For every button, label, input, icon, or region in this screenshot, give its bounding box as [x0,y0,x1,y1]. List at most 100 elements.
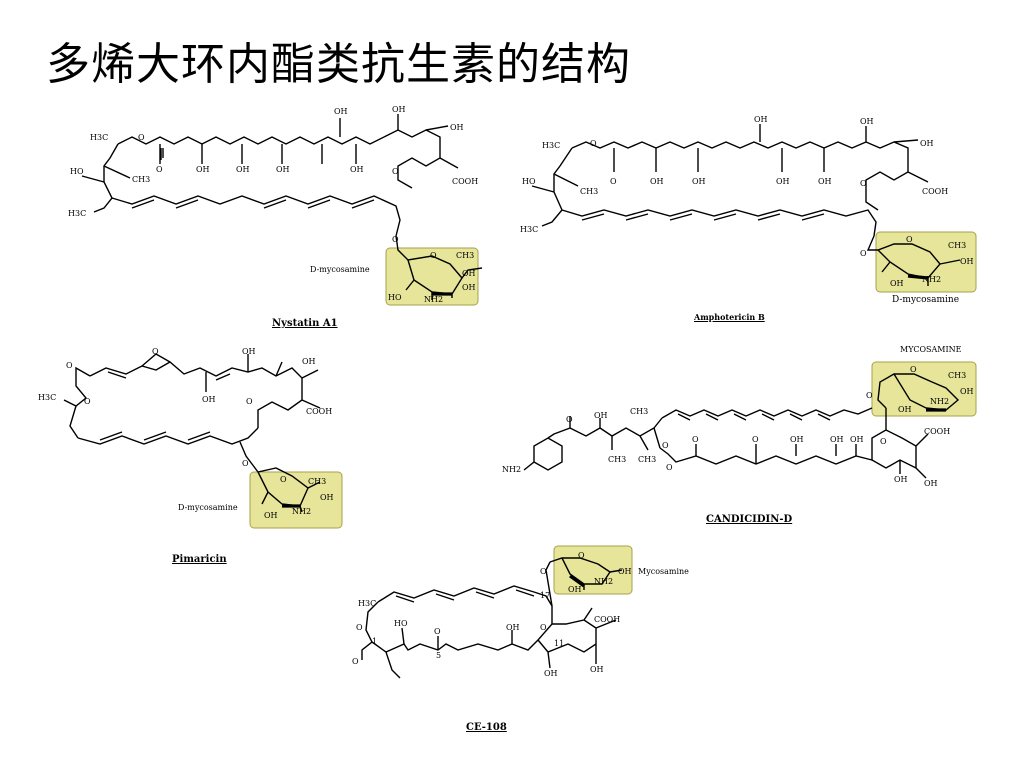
candicidin-sugar-label: MYCOSAMINE [900,345,962,354]
nystatin-label-o-ester: O [138,133,145,142]
candicidin-label-nh2: NH2 [502,465,521,474]
ce108-caption: CE-108 [466,722,507,733]
amphotericin-label-sugar-oh1: OH [960,257,974,266]
ce108-label-sugar-oh2: OH [568,585,582,594]
ce108-label-oh-mid: OH [506,623,520,632]
nystatin-label-sugar-o: O [430,251,437,260]
amphotericin-label-oh-4: OH [818,177,832,186]
nystatin-label-oh-1: OH [196,165,210,174]
candicidin-label-ch3-a: CH3 [630,407,648,416]
candicidin-label-oh-right: OH [924,479,938,488]
nystatin-label-oh-2: OH [236,165,250,174]
candicidin-structure: NH2 O OH CH3 CH3 CH3 O O O O OH OH OH O … [502,345,977,488]
ce108-label-o-k: O [434,627,441,636]
ce108-label-cooh: COOH [594,615,620,624]
candicidin-label-oh-1: OH [790,435,804,444]
candicidin-label-oh-2: OH [830,435,844,444]
ce108-label-oh-hemi: OH [544,669,558,678]
amphotericin-label-oh-top: OH [754,115,768,124]
pimaricin-label-oh-1: OH [202,395,216,404]
pimaricin-label-h3c: H3C [38,393,56,402]
candicidin-label-oh-chain: OH [594,411,608,420]
amphotericin-label-o-ester: O [590,139,597,148]
pimaricin-sugar-label: D-mycosamine [178,503,238,512]
nystatin-label-o-carbonyl: O [156,165,163,174]
nystatin-label-oh-4: OH [350,165,364,174]
candicidin-label-o-ring: O [880,437,887,446]
amphotericin-label-sugar-oh2: OH [890,279,904,288]
pimaricin-label-sugar-ch3: CH3 [308,477,326,486]
ce108-label-sugar-nh2: NH2 [594,577,613,586]
candicidin-sugar-highlight [871,361,977,417]
amphotericin-label-h3c-low: H3C [520,225,538,234]
candicidin-label-sugar-ch3: CH3 [948,371,966,380]
amphotericin-label-o-glyc: O [860,249,867,258]
nystatin-sugar-label: D-mycosamine [310,265,370,274]
pimaricin-sugar-highlight [249,471,343,529]
candicidin-label-oh-3: OH [850,435,864,444]
ce108-label-n1: 1 [372,637,377,646]
pimaricin-label-sugar-oh2: OH [264,511,278,520]
ce108-label-n5: 5 [436,651,441,660]
amphotericin-label-ch3-mid: CH3 [580,187,598,196]
candicidin-label-o-ketone: O [566,415,573,424]
nystatin-label-sugar-oh1: OH [462,269,476,278]
ce108-label-ho: HO [394,619,408,628]
amphotericin-label-o-carbonyl: O [610,177,617,186]
pimaricin-label-o-glyc: O [242,459,249,468]
amphotericin-label-oh-3: OH [776,177,790,186]
candicidin-label-ch3-b: CH3 [608,455,626,464]
pimaricin-label-oh-hemi: OH [242,347,256,356]
nystatin-label-sugar-nh2: NH2 [424,295,443,304]
amphotericin-sugar-label: D-mycosamine [892,295,959,305]
amphotericin-label-oh-1: OH [650,177,664,186]
amphotericin-label-o-ring: O [860,179,867,188]
ce108-label-sugar-oh1: OH [618,567,632,576]
candicidin-label-o-carbonyl: O [666,463,673,472]
amphotericin-label-h3c-top: H3C [542,141,560,150]
ce108-label-oh-low: OH [590,665,604,674]
nystatin-label-oh-hemi: OH [392,105,406,114]
candicidin-caption: CANDICIDIN-D [706,514,793,525]
nystatin-label-h3c-top: H3C [90,133,108,142]
nystatin-caption: Nystatin A1 [272,318,338,329]
amphotericin-sugar-highlight [875,231,977,293]
amphotericin-label-oh-right: OH [920,139,934,148]
pimaricin-caption: Pimaricin [172,554,227,565]
pimaricin-label-o-epox: O [152,347,159,356]
nystatin-label-oh-3: OH [276,165,290,174]
ce108-sugar-label: Mycosamine [638,567,689,576]
candicidin-label-o-ester: O [662,441,669,450]
pimaricin-label-sugar-oh1: OH [320,493,334,502]
nystatin-label-h3c-low: H3C [68,209,86,218]
candicidin-label-o-k2: O [752,435,759,444]
ce108-label-sugar-o: O [578,551,585,560]
amphotericin-label-sugar-ch3: CH3 [948,241,966,250]
ce108-label-n17: 17 [540,591,550,600]
pimaricin-structure: O O OH OH H3C O OH O COOH O O CH3 OH OH … [38,347,343,529]
nystatin-label-sugar-ho: HO [388,293,402,302]
candicidin-label-sugar-nh2: NH2 [930,397,949,406]
nystatin-label-oh-right: OH [450,123,464,132]
amphotericin-label-oh-2: OH [692,177,706,186]
pimaricin-label-sugar-o: O [280,475,287,484]
nystatin-label-o-ring: O [392,167,399,176]
nystatin-label-ch3-mid: CH3 [132,175,150,184]
pimaricin-label-oh-right: OH [302,357,316,366]
amphotericin-label-oh-hemi: OH [860,117,874,126]
amphotericin-label-ho-left: HO [522,177,536,186]
pimaricin-label-o-carbonyl: O [66,361,73,370]
candicidin-label-o-k1: O [692,435,699,444]
nystatin-label-o-glyc: O [392,235,399,244]
pimaricin-label-o-ring: O [246,397,253,406]
candicidin-label-sugar-o: O [910,365,917,374]
candicidin-label-sugar-oh1: OH [960,387,974,396]
pimaricin-label-sugar-nh2: NH2 [292,507,311,516]
ce108-label-h3c: H3C [358,599,376,608]
candicidin-label-cooh: COOH [924,427,950,436]
slide-title: 多烯大环内酯类抗生素的结构 [46,39,631,90]
pimaricin-label-cooh: COOH [306,407,332,416]
pimaricin-label-o-ester: O [84,397,91,406]
ce108-label-n11: 11 [554,639,564,648]
amphotericin-caption: Amphotericin B [694,312,765,322]
